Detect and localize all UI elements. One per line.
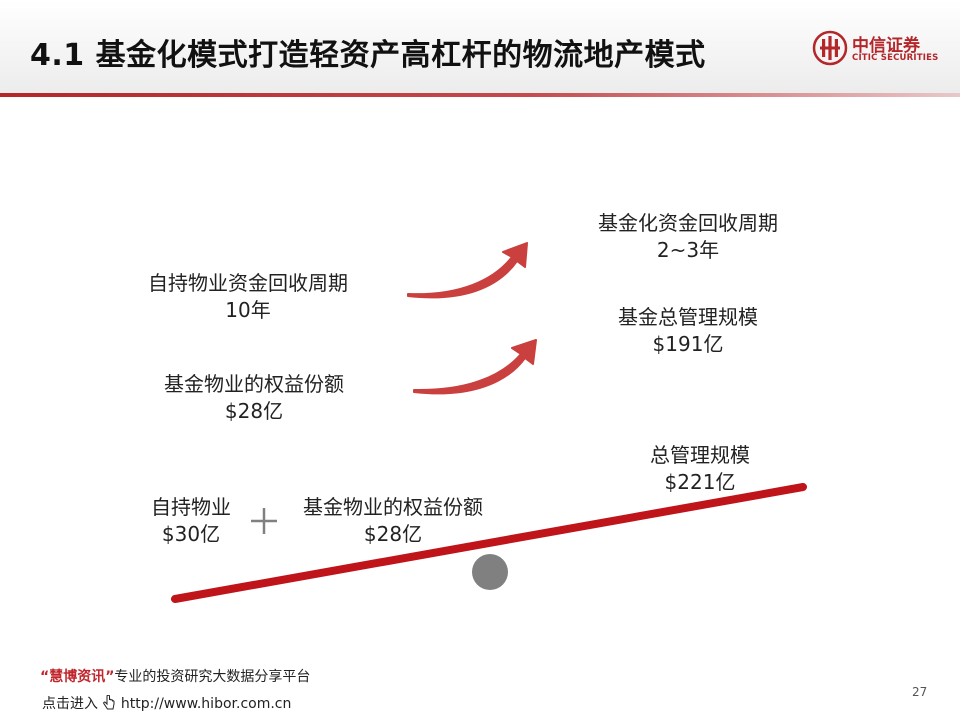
footer-open-quote: “ [40,669,50,685]
self-hold-title: 自持物业 [151,495,231,519]
fund-recovery-value: 2~3年 [656,238,720,262]
total-scale-title: 总管理规模 [650,443,750,467]
slide-title: 4.1 基金化模式打造轻资产高杠杆的物流地产模式 [30,38,706,73]
footer-link[interactable]: 点击进入 http://www.hibor.com.cn [42,693,291,713]
logo-text-en: CITIC SECURITIES [852,53,939,63]
self-recovery-label: 自持物业资金回收周期 10年 [128,270,368,324]
fund-equity-title: 基金物业的权益份额 [164,372,344,396]
footer-link-prefix: 点击进入 [42,696,98,712]
footer-url[interactable]: http://www.hibor.com.cn [120,696,292,712]
footer-brand-name: 慧博资讯 [49,669,106,685]
fund-total-label: 基金总管理规模 $191亿 [568,304,808,358]
slide-header [0,0,960,93]
footer-brand: “慧博资讯”专业的投资研究大数据分享平台 [40,666,310,686]
page-number: 27 [912,685,928,699]
pointer-hand-icon [103,694,115,710]
fund-equity-label: 基金物业的权益份额 $28亿 [134,371,374,425]
total-scale-value: $221亿 [664,470,736,494]
fulcrum-circle [472,554,508,590]
curved-arrow-upper [407,242,528,299]
self-hold-label: 自持物业 $30亿 [131,494,251,548]
citic-emblem-icon [812,30,848,66]
header-divider [0,93,960,97]
lever-fund-equity-label: 基金物业的权益份额 $28亿 [273,494,513,548]
lever-beam [171,483,807,603]
self-recovery-value: 10年 [225,298,271,322]
lever-fund-equity-title: 基金物业的权益份额 [303,495,483,519]
logo-text-cn: 中信证券 [852,36,920,56]
fund-recovery-title: 基金化资金回收周期 [598,211,778,235]
citic-logo: 中信证券 CITIC SECURITIES [812,30,947,70]
fund-total-title: 基金总管理规模 [618,305,758,329]
fund-total-value: $191亿 [652,332,724,356]
self-hold-value: $30亿 [161,522,221,546]
fund-recovery-label: 基金化资金回收周期 2~3年 [568,210,808,264]
lever-fund-equity-value: $28亿 [363,522,423,546]
curved-arrow-lower [413,339,537,395]
total-scale-label: 总管理规模 $221亿 [620,442,780,496]
footer-close-quote: ” [105,669,115,685]
footer-tagline: 专业的投资研究大数据分享平台 [114,669,311,685]
self-recovery-title: 自持物业资金回收周期 [148,271,348,295]
fund-equity-value: $28亿 [224,399,284,423]
